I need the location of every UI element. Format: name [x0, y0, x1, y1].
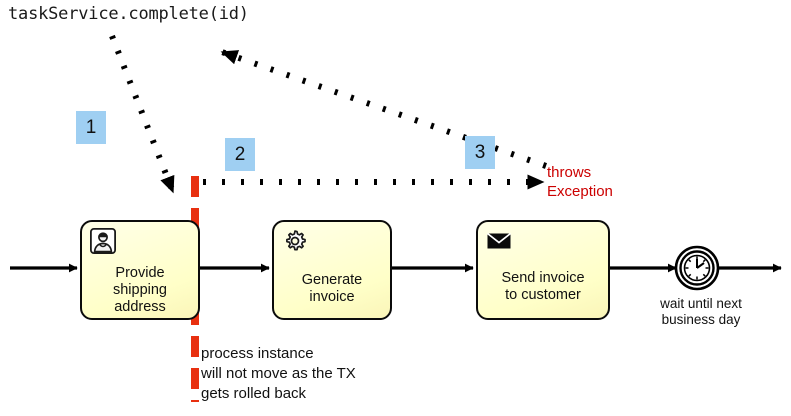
gear-icon — [286, 230, 306, 251]
timer-event-label: wait until next business day — [660, 296, 742, 327]
dotted-arrow-1 — [109, 34, 176, 194]
task-send-invoice-to-customer[interactable]: Send invoice to customer — [476, 220, 610, 320]
step-badge-1: 1 — [76, 111, 106, 144]
envelope-icon — [486, 232, 512, 249]
task-provide-shipping-address[interactable]: Provide shipping address — [80, 220, 200, 320]
timer-event-shape — [674, 245, 720, 291]
task-label-send-invoice-to-customer: Send invoice to customer — [501, 270, 585, 303]
step-badge-3: 3 — [465, 136, 495, 169]
step-badge-2: 2 — [225, 138, 255, 171]
user-icon — [90, 228, 116, 254]
task-label-provide-shipping-address: Provide shipping address — [112, 265, 167, 315]
throws-exception-annotation: throws Exception — [547, 164, 613, 200]
code-caption: taskService.complete(id) — [8, 4, 249, 24]
task-generate-invoice[interactable]: Generate invoice — [272, 220, 392, 320]
dotted-arrow-3 — [220, 49, 547, 169]
task-label-generate-invoice: Generate invoice — [301, 272, 363, 305]
rollback-note-annotation: process instance will not move as the TX… — [201, 345, 356, 402]
